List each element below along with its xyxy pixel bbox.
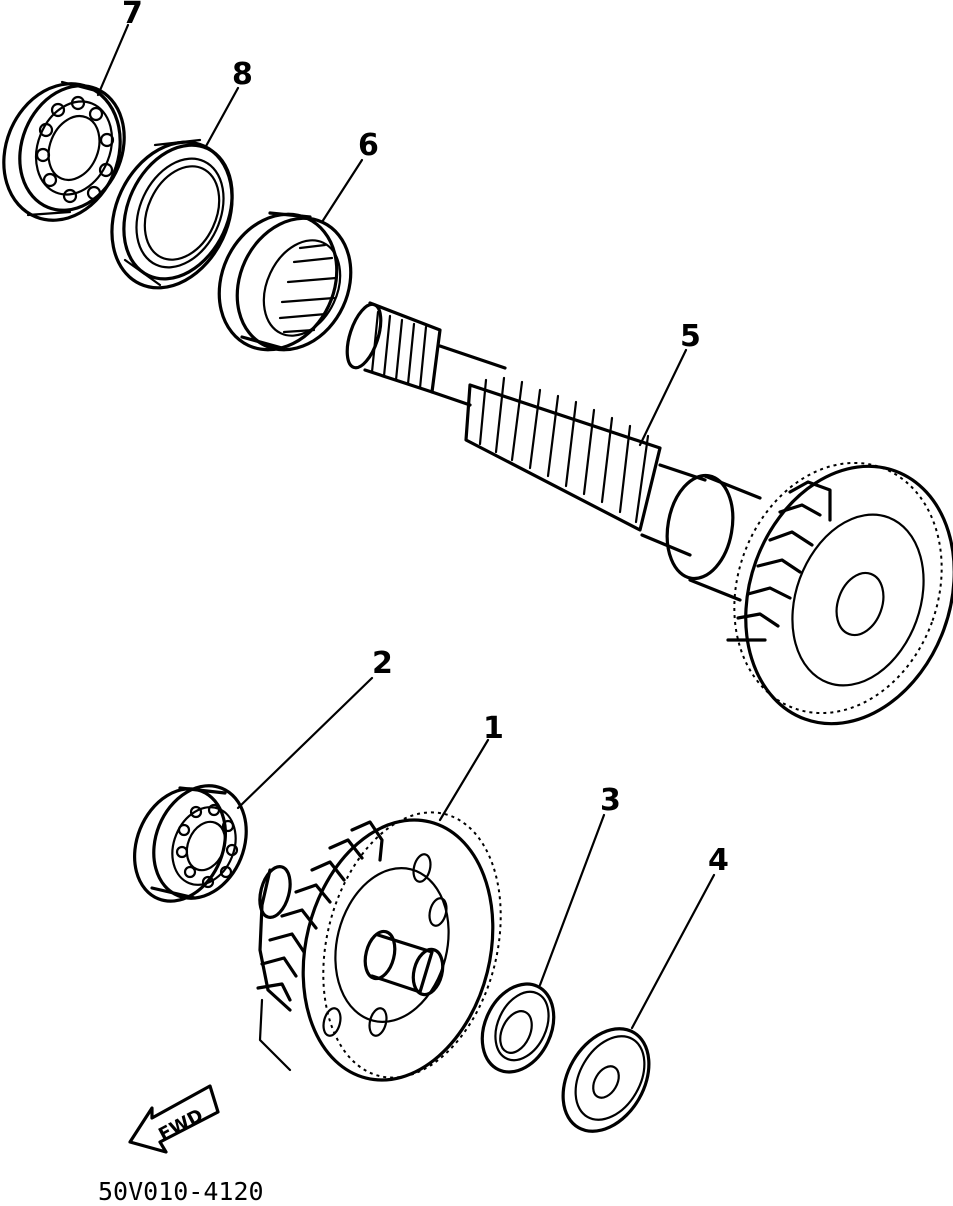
callout-7: 7 — [122, 0, 143, 31]
part-4-washer — [561, 1027, 651, 1133]
leader-2 — [236, 676, 374, 810]
part-8-oil-seal — [110, 138, 234, 290]
callout-5: 5 — [680, 319, 701, 354]
callout-6: 6 — [358, 128, 379, 163]
forward-arrow-icon: FWD — [128, 1084, 220, 1154]
leader-4 — [630, 873, 716, 1030]
callout-8: 8 — [232, 57, 253, 92]
part-7-ball-bearing — [2, 80, 126, 222]
callout-3: 3 — [600, 783, 621, 818]
leader-7 — [96, 23, 130, 97]
leader-lines — [96, 23, 716, 1030]
part-2-ball-bearing — [132, 784, 248, 903]
leader-6 — [320, 158, 364, 224]
leader-8 — [203, 86, 240, 150]
callout-1: 1 — [483, 711, 504, 746]
part-1-gear — [256, 811, 502, 1082]
part-3-washer — [480, 982, 556, 1074]
diagram-code: 50V010-4120 — [98, 1177, 264, 1206]
callout-2: 2 — [372, 646, 393, 681]
leader-3 — [538, 813, 606, 987]
leader-1 — [438, 738, 490, 822]
part-5-main-axle — [345, 301, 953, 726]
part-6-needle-bearing — [217, 211, 353, 352]
leader-5 — [638, 348, 688, 447]
callout-4: 4 — [708, 843, 729, 878]
